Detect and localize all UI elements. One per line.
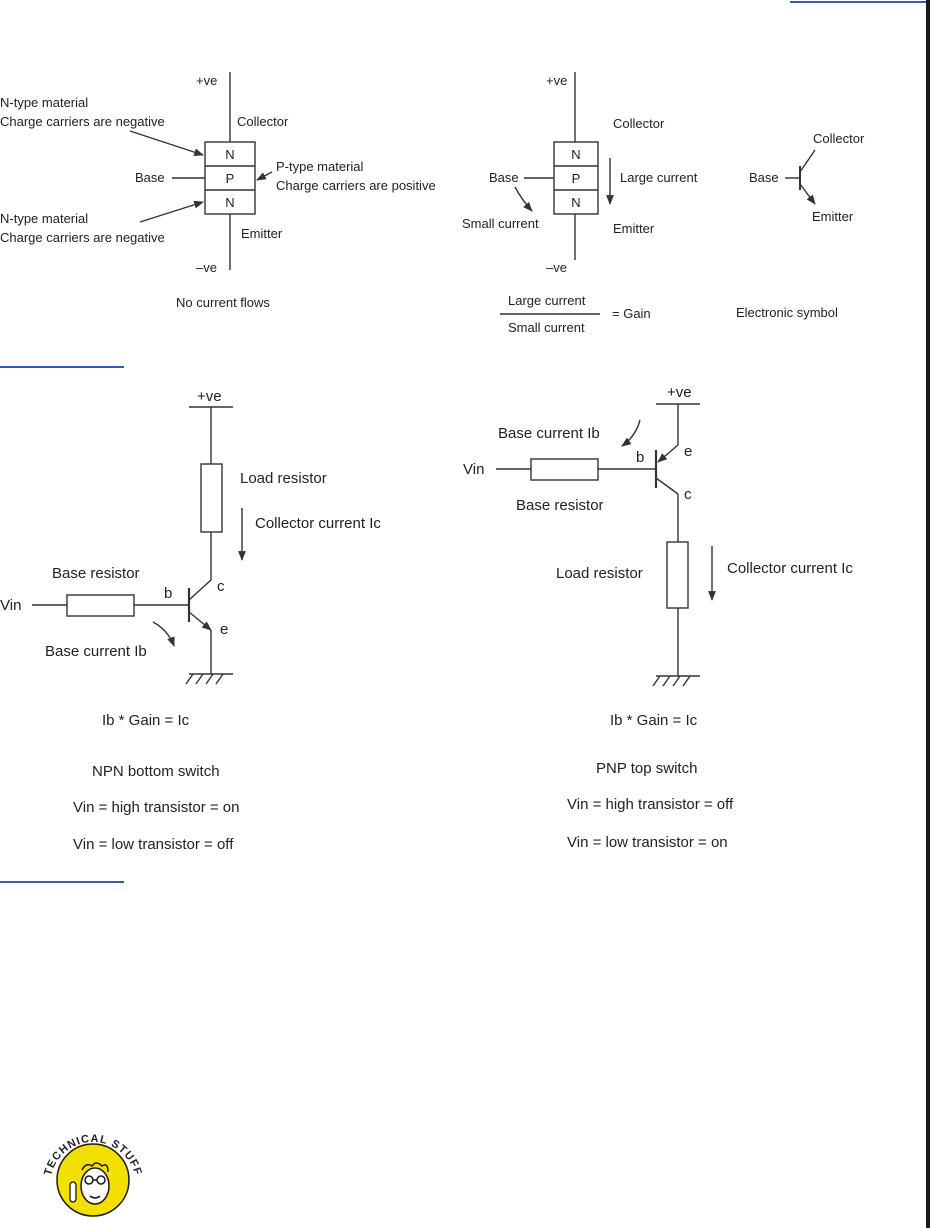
npn-low: Vin = low transistor = off — [73, 836, 234, 853]
n-bottom-label: N — [571, 195, 580, 210]
base-resistor — [66, 594, 135, 617]
vin-label: Vin — [0, 597, 21, 614]
pnp-low: Vin = low transistor = on — [567, 834, 728, 851]
b-label: b — [164, 585, 172, 602]
c-label: c — [217, 578, 225, 595]
large-current-label: Large current — [620, 170, 698, 185]
emitter-label: Emitter — [613, 221, 655, 236]
ptype-line2: Charge carriers are positive — [276, 178, 436, 193]
load-resistor-label: Load resistor — [556, 565, 643, 582]
p-label: P — [226, 171, 235, 186]
n-bottom-label: N — [225, 195, 234, 210]
e-label: e — [684, 443, 692, 460]
npn-switch-circuit: +ve Load resistor Collector current Ic c… — [0, 388, 381, 853]
e-label: e — [220, 621, 228, 638]
ptype-arrow — [256, 171, 273, 181]
collector-current-label: Collector current Ic — [255, 515, 381, 532]
base-resistor — [530, 458, 599, 481]
base-label: Base — [135, 170, 165, 185]
load-resistor — [666, 541, 689, 609]
npn-high: Vin = high transistor = on — [73, 799, 240, 816]
base-label: Base — [489, 170, 519, 185]
symbol-caption: Electronic symbol — [736, 305, 838, 320]
npn-title: NPN bottom switch — [92, 763, 220, 780]
npn-stack — [553, 141, 599, 215]
fraction-denominator: Small current — [508, 320, 585, 335]
base-label: Base — [749, 170, 779, 185]
emitter-label: Emitter — [241, 226, 283, 241]
ntype-bottom-arrow — [139, 200, 204, 223]
pnp-switch-circuit: +ve e c b Load resistor Collector curren… — [463, 384, 853, 851]
ntype-bottom-line1: N-type material — [0, 211, 88, 226]
n-top-label: N — [225, 147, 234, 162]
p-label: P — [572, 171, 581, 186]
pnp-formula: Ib * Gain = Ic — [610, 712, 698, 729]
fraction-numerator: Large current — [508, 293, 586, 308]
base-current-arrow — [621, 419, 641, 447]
ptype-line1: P-type material — [276, 159, 364, 174]
small-current-arrow — [514, 186, 533, 212]
vin-label: Vin — [463, 461, 484, 478]
base-resistor-label: Base resistor — [516, 497, 604, 514]
collector-current-label: Collector current Ic — [727, 560, 853, 577]
collector-label: Collector — [813, 131, 865, 146]
b-label: b — [636, 449, 644, 466]
npn-layers-diagram: +ve N P N –ve Base Collector Emitter N-t… — [0, 72, 436, 310]
c-label: c — [684, 486, 692, 503]
base-current-label: Base current Ib — [45, 643, 147, 660]
no-current-caption: No current flows — [176, 295, 270, 310]
base-resistor-label: Base resistor — [52, 565, 140, 582]
small-current-label: Small current — [462, 216, 539, 231]
base-current-label: Base current Ib — [498, 425, 600, 442]
plus-ve-label: +ve — [197, 388, 222, 405]
page-edge — [926, 0, 930, 1228]
current-gain-diagram: +ve N P N –ve Base Small current Collect… — [462, 72, 698, 335]
emitter-label: Emitter — [812, 209, 854, 224]
pnp-title: PNP top switch — [596, 760, 697, 777]
plus-ve-label: +ve — [667, 384, 692, 401]
ntype-top-line2: Charge carriers are negative — [0, 114, 165, 129]
technical-stuff-icon: TECHNICAL STUFF — [42, 1133, 143, 1217]
equals-gain: = Gain — [612, 306, 651, 321]
n-top-label: N — [571, 147, 580, 162]
plus-ve-label: +ve — [196, 73, 217, 88]
plus-ve-label: +ve — [546, 73, 567, 88]
base-current-arrow — [152, 621, 175, 647]
load-resistor — [200, 463, 223, 533]
pnp-high: Vin = high transistor = off — [567, 796, 734, 813]
collector-label: Collector — [237, 114, 289, 129]
minus-ve-label: –ve — [196, 260, 217, 275]
electronic-symbol-diagram: Collector Base Emitter Electronic symbol — [736, 131, 865, 320]
npn-formula: Ib * Gain = Ic — [102, 712, 190, 729]
collector-label: Collector — [613, 116, 665, 131]
ntype-top-line1: N-type material — [0, 95, 88, 110]
ntype-bottom-line2: Charge carriers are negative — [0, 230, 165, 245]
ntype-top-arrow — [129, 130, 204, 156]
minus-ve-label: –ve — [546, 260, 567, 275]
load-resistor-label: Load resistor — [240, 470, 327, 487]
